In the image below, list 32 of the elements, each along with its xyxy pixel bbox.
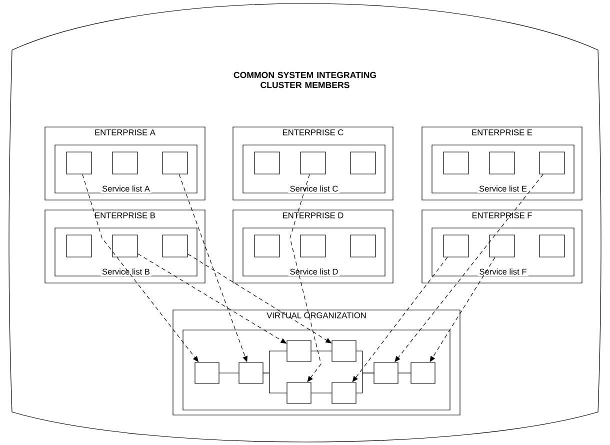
service-box	[238, 362, 264, 384]
service-box	[350, 152, 376, 174]
service-box	[286, 382, 312, 404]
connector-line	[356, 372, 374, 394]
service-box	[489, 234, 515, 258]
service-box	[286, 340, 312, 362]
service-box	[300, 152, 326, 174]
service-box	[350, 234, 376, 258]
service-box	[332, 340, 356, 362]
connector-line	[311, 350, 332, 352]
service-box	[66, 234, 92, 258]
service-box	[410, 362, 436, 384]
service-box	[539, 234, 565, 258]
service-box	[194, 362, 220, 384]
service-box	[539, 152, 565, 174]
service-box	[332, 382, 356, 404]
service-box	[443, 152, 469, 174]
service-box	[66, 152, 92, 174]
service-box	[254, 152, 280, 174]
service-box	[254, 234, 280, 258]
connector-line	[398, 372, 411, 374]
service-box	[374, 362, 398, 384]
service-box	[112, 152, 138, 174]
connector-line	[263, 372, 287, 394]
service-box	[162, 152, 188, 174]
connector-line	[219, 372, 239, 374]
service-box	[489, 152, 515, 174]
service-box	[162, 234, 188, 258]
connector-line	[311, 392, 332, 394]
service-box	[443, 234, 469, 258]
service-box	[300, 234, 326, 258]
service-box	[112, 234, 138, 258]
